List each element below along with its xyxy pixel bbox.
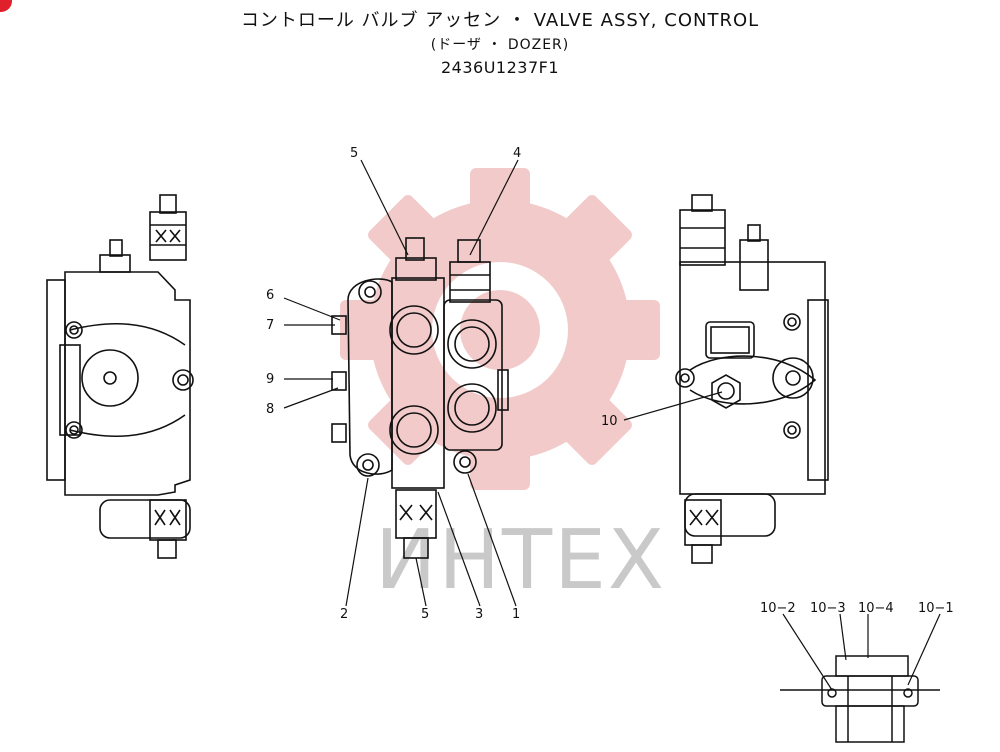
callout-1: 1	[512, 607, 520, 622]
title-line-2: (ドーザ ・ DOZER)	[430, 37, 570, 53]
callout-10: 10	[601, 414, 618, 429]
callout-9: 9	[266, 372, 274, 387]
center-front-view	[331, 237, 509, 559]
callout-5-bottom: 5	[421, 607, 429, 622]
part-number: 2436U1237F1	[440, 58, 560, 77]
title-block: コントロール バルブ アッセン ・ VALVE ASSY, CONTROL (ド…	[0, 8, 1000, 80]
callout-7: 7	[266, 318, 274, 333]
right-side-view	[675, 194, 829, 564]
callout-10-2: 10−2	[760, 601, 796, 616]
callout-6: 6	[266, 288, 274, 303]
watermark-text: ИНТЕХ	[375, 513, 666, 608]
callout-10-3: 10−3	[810, 601, 846, 616]
callout-2: 2	[340, 607, 348, 622]
leader-lines	[283, 159, 941, 691]
watermark-gear-icon	[340, 168, 660, 490]
left-side-view	[46, 194, 194, 559]
callout-10-4: 10−4	[858, 601, 894, 616]
callout-4: 4	[513, 146, 521, 161]
callout-3: 3	[475, 607, 483, 622]
callout-10-1: 10−1	[918, 601, 954, 616]
callout-8: 8	[266, 402, 274, 417]
title-line-1: コントロール バルブ アッセン ・ VALVE ASSY, CONTROL	[240, 10, 760, 31]
detail-plug-view	[780, 655, 940, 743]
callout-5-top: 5	[350, 146, 358, 161]
